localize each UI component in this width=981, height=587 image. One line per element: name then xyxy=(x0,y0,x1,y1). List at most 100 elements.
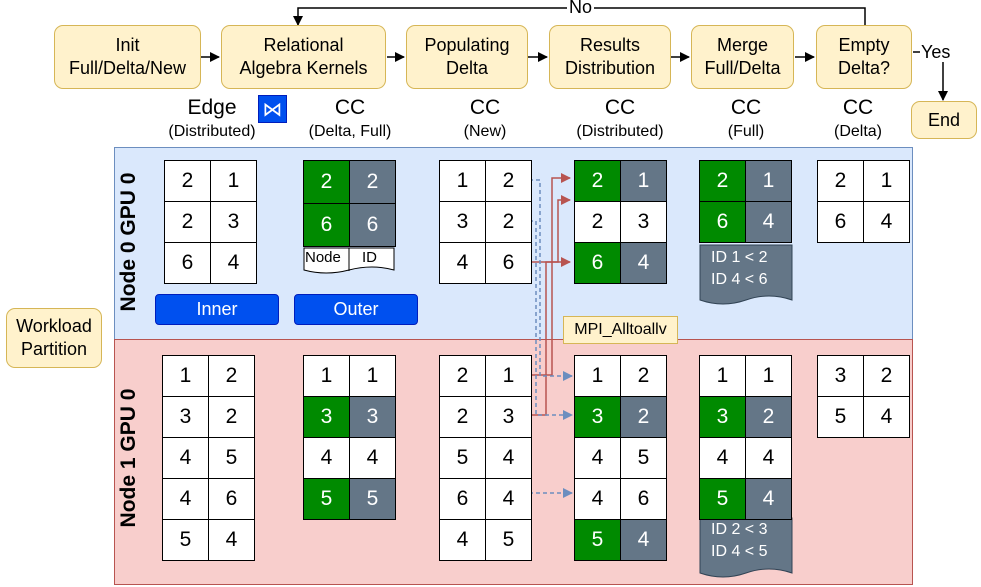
col-title: CC xyxy=(842,96,874,119)
table-cell: 4 xyxy=(575,479,620,519)
arrow-blue-2 xyxy=(529,220,573,420)
col-head-cc-new: CC (New) xyxy=(425,97,545,143)
table-cell: 3 xyxy=(621,202,666,242)
col-subtitle: (Distributed) xyxy=(168,123,256,140)
node1-label: Node 1 GPU 0 xyxy=(117,388,140,528)
table-cell: 2 xyxy=(440,356,485,396)
table-cell: 4 xyxy=(163,438,208,478)
legend-node-label: Node xyxy=(305,249,341,266)
node1-note: ID 2 < 3 ID 4 < 5 xyxy=(701,519,767,563)
table-cell: 6 xyxy=(575,243,620,283)
step-populating: Populating Delta xyxy=(406,25,528,89)
col-head-cc-full: CC (Full) xyxy=(686,97,806,143)
table-cell: 1 xyxy=(864,161,909,201)
table-cell: 4 xyxy=(700,438,745,478)
table-cell: 6 xyxy=(818,202,863,242)
table-cell: 2 xyxy=(700,161,745,201)
table-cell: 4 xyxy=(440,243,485,283)
yes-label: Yes xyxy=(921,42,951,62)
col-subtitle: (Full) xyxy=(727,123,765,140)
table-cell: 1 xyxy=(440,161,485,201)
table-cell: 6 xyxy=(350,204,395,246)
table-cell: 4 xyxy=(209,520,254,560)
table-cell: 2 xyxy=(486,161,531,201)
legend-id-label: ID xyxy=(362,249,377,266)
note-line: ID 2 < 3 xyxy=(711,521,768,538)
col-title: CC xyxy=(730,96,762,119)
table-cell: 3 xyxy=(575,397,620,437)
table-cell: 2 xyxy=(621,356,666,396)
workload-partition-label: Workload Partition xyxy=(6,308,102,368)
table-cell: 4 xyxy=(864,397,909,437)
table-cell: 4 xyxy=(350,438,395,478)
table-cell: 4 xyxy=(163,479,208,519)
join-icon: ⋈ xyxy=(258,95,287,123)
table-cell: 4 xyxy=(304,438,349,478)
table-cell: 1 xyxy=(211,161,256,201)
table-cell: 2 xyxy=(864,356,909,396)
table-cell: 2 xyxy=(746,397,791,437)
table-cell: 1 xyxy=(486,356,531,396)
table-cell: 1 xyxy=(746,356,791,396)
table-cell: 2 xyxy=(575,202,620,242)
table-cell: 5 xyxy=(621,438,666,478)
table-cell: 3 xyxy=(304,397,349,437)
arrow-red-3 xyxy=(529,195,571,263)
table-cell: 4 xyxy=(864,202,909,242)
table-cell: 1 xyxy=(575,356,620,396)
col-subtitle: (Distributed) xyxy=(576,123,664,140)
table-cell: 5 xyxy=(440,438,485,478)
table-cell: 6 xyxy=(700,202,745,242)
table-cell: 5 xyxy=(304,479,349,519)
table-cell: 4 xyxy=(440,520,485,560)
table-cell: 2 xyxy=(209,397,254,437)
table-cell: 4 xyxy=(486,479,531,519)
table-cell: 4 xyxy=(575,438,620,478)
table-cell: 3 xyxy=(163,397,208,437)
table-cell: 2 xyxy=(440,397,485,437)
no-label: No xyxy=(567,0,595,18)
mpi-alltoallv-label: MPI_Alltoallv xyxy=(563,316,678,344)
table-cell: 2 xyxy=(165,161,210,201)
table-cell: 3 xyxy=(440,202,485,242)
table-cell: 5 xyxy=(163,520,208,560)
arrow-blue-1 xyxy=(529,179,573,381)
table-cell: 2 xyxy=(621,397,666,437)
arrow-yes xyxy=(913,51,943,100)
table-cell: 1 xyxy=(304,356,349,396)
table-cell: 1 xyxy=(163,356,208,396)
col-subtitle: (Delta) xyxy=(833,123,882,140)
table-cell: 3 xyxy=(818,356,863,396)
table-cell: 4 xyxy=(746,479,791,519)
note-line: ID 4 < 6 xyxy=(711,271,768,288)
table-cell: 1 xyxy=(746,161,791,201)
table-cell: 5 xyxy=(350,479,395,519)
table-cell: 4 xyxy=(621,520,666,560)
step-empty: Empty Delta? xyxy=(816,25,912,89)
table-cell: 4 xyxy=(486,438,531,478)
table-cell: 3 xyxy=(211,202,256,242)
table-cell: 1 xyxy=(700,356,745,396)
table-cell: 6 xyxy=(165,243,210,283)
table-cell: 3 xyxy=(486,397,531,437)
table-cell: 4 xyxy=(621,243,666,283)
table-cell: 6 xyxy=(209,479,254,519)
step-results: Results Distribution xyxy=(549,25,671,89)
table-cell: 4 xyxy=(211,243,256,283)
col-title: CC xyxy=(469,96,501,119)
table-cell: 2 xyxy=(165,202,210,242)
node0-label: Node 0 GPU 0 xyxy=(117,172,140,312)
table-cell: 6 xyxy=(304,204,349,246)
step-init: Init Full/Delta/New xyxy=(54,25,201,89)
